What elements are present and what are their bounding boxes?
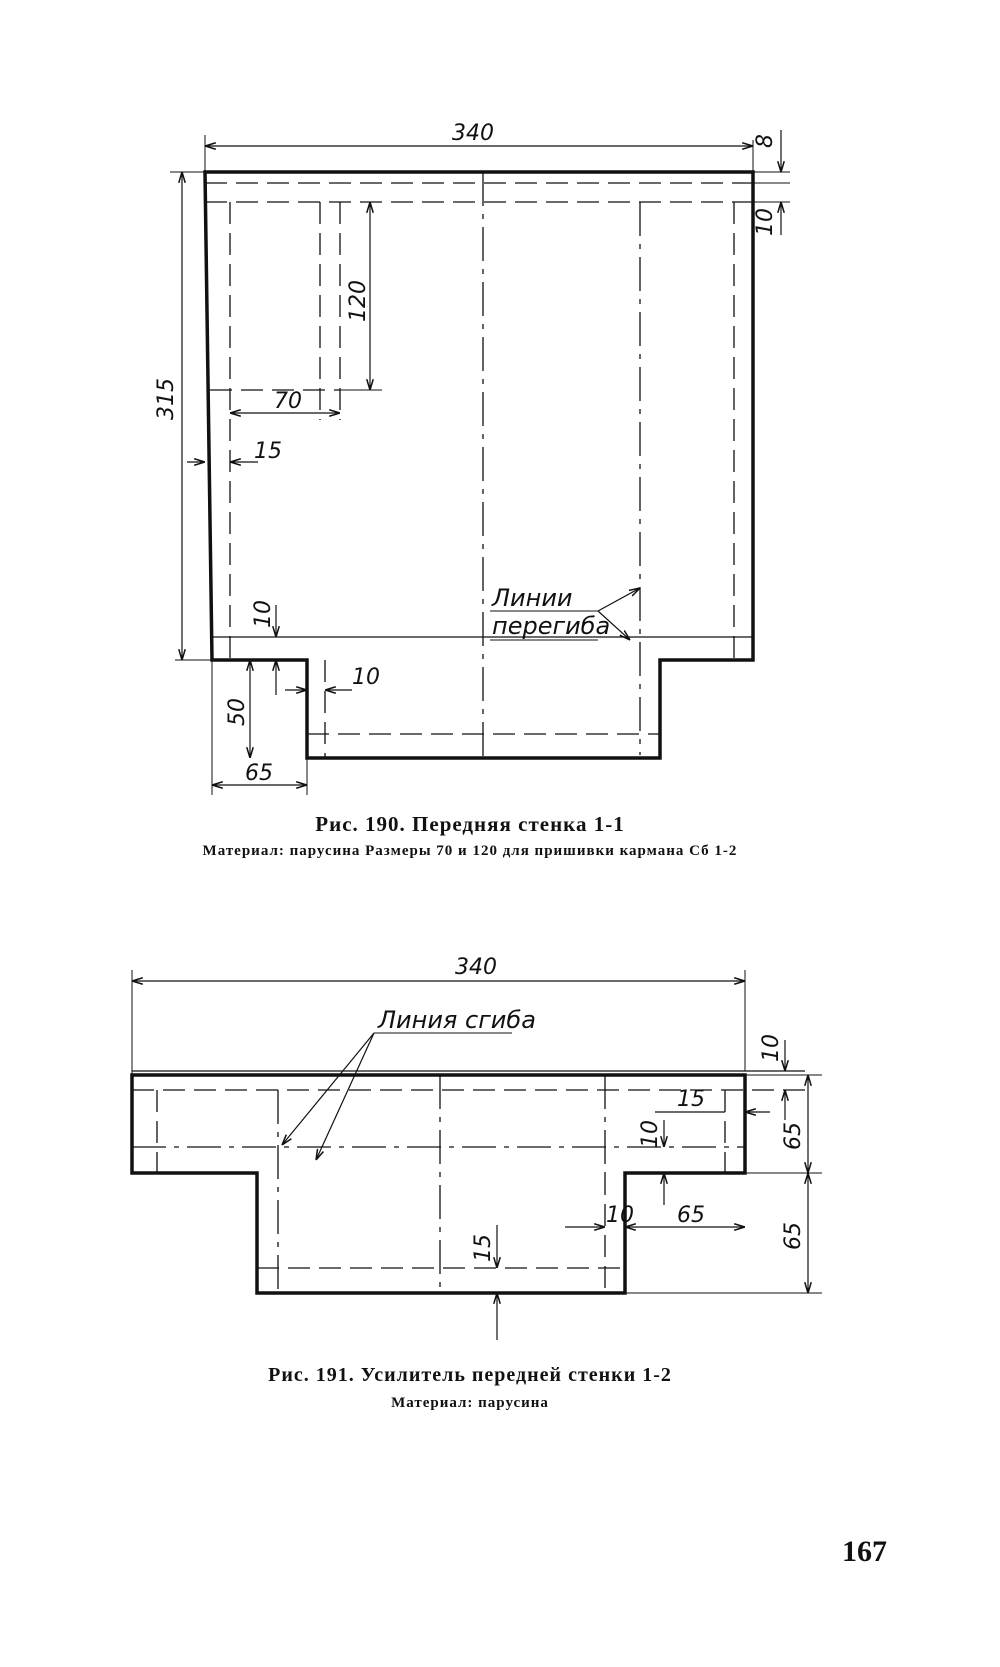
- figure-191-subcaption: Материал: парусина: [391, 1395, 549, 1411]
- fig190-dim-10-label: 10: [753, 208, 778, 236]
- fig190-fold-leader-2: [597, 610, 630, 640]
- fig190-dim-315-label: 315: [154, 378, 179, 420]
- fig191-dim-65a-label: 65: [781, 1122, 806, 1150]
- figure-190: 340 8 10 315 120 70 15 Линии перегиба: [154, 121, 790, 795]
- fig191-dim-340-label: 340: [455, 955, 497, 980]
- figure-191: 340 Линия сгиба 10 65 65 15 10 10 65: [130, 955, 822, 1340]
- fig191-fold-leader-2: [316, 1032, 375, 1160]
- fig190-dim-340-label: 340: [452, 121, 494, 146]
- fig190-dim-8-label: 8: [753, 134, 778, 148]
- fig190-fold-label-line2: перегиба: [492, 612, 610, 640]
- fig191-dim-15-bottom-label: 15: [471, 1234, 496, 1262]
- fig190-dim-120-label: 120: [346, 280, 371, 322]
- fig190-dim-10b-label: 10: [352, 665, 380, 690]
- fig191-dim-10-mid-label: 10: [638, 1120, 663, 1148]
- fig190-fold-label-line1: Линии: [491, 584, 573, 612]
- fig190-fold-leader-1: [597, 588, 640, 612]
- page-number: 167: [842, 1535, 887, 1568]
- fig191-outline: [130, 1073, 747, 1295]
- fig191-dim-65b-label: 65: [781, 1222, 806, 1250]
- fig191-dim-65-step-label: 65: [677, 1203, 705, 1228]
- fig191-dim-10-right-label: 10: [759, 1034, 784, 1062]
- fig190-dim-65-label: 65: [245, 761, 273, 786]
- fig191-fold-leader-1: [282, 1032, 375, 1145]
- figure-191-caption: Рис. 191. Усилитель передней стенки 1-2: [268, 1364, 672, 1386]
- fig190-outline: [203, 170, 755, 760]
- fig190-dim-70-label: 70: [274, 389, 302, 414]
- fig190-dim-50-label: 50: [225, 698, 250, 726]
- fig191-fold-label: Линия сгиба: [377, 1006, 536, 1034]
- fig190-dim-15-label: 15: [254, 439, 282, 464]
- figure-190-subcaption: Материал: парусина Размеры 70 и 120 для …: [202, 843, 738, 859]
- figure-190-caption: Рис. 190. Передняя стенка 1-1: [315, 812, 625, 836]
- fig190-dim-10a-label: 10: [251, 600, 276, 628]
- fig191-dim-15-label: 15: [677, 1087, 705, 1112]
- fig191-dim-10-step-label: 10: [606, 1203, 634, 1228]
